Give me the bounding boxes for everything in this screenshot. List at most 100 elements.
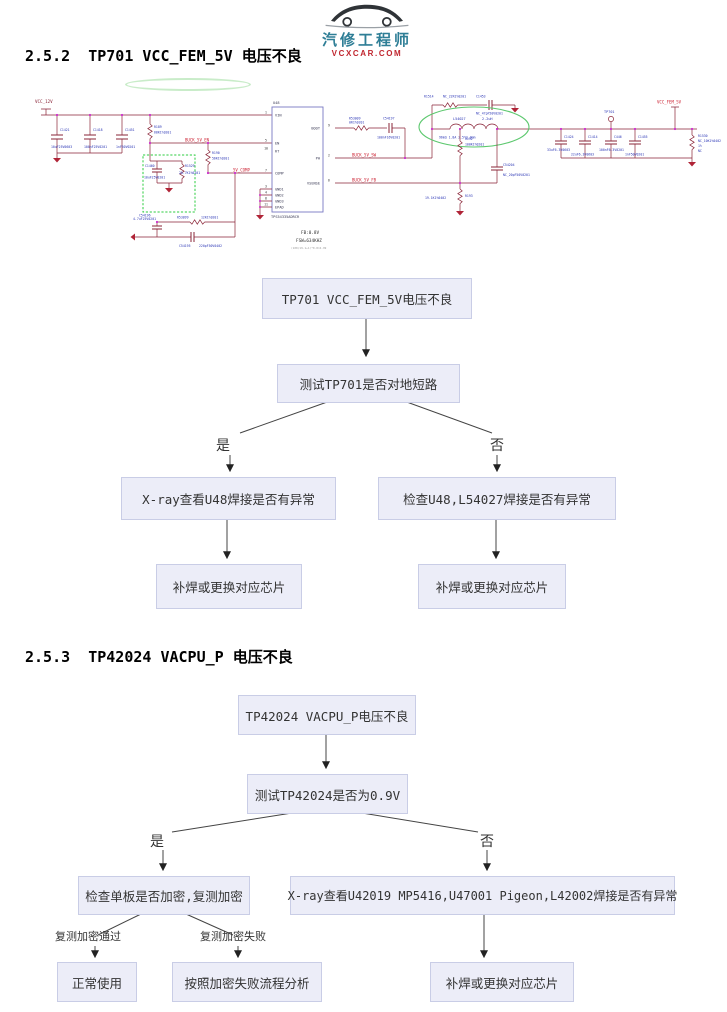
net-buck5ven: BUCK_5V_EN bbox=[185, 138, 210, 143]
note-fb: FB:0.8V bbox=[301, 230, 320, 236]
resistor-r189: R189 68K1%0201 bbox=[147, 115, 171, 143]
tp701-ref: TP701 bbox=[604, 110, 615, 114]
c1424-ref: C1424 bbox=[564, 135, 574, 139]
flow2-subyes-label: 复测加密通过 bbox=[55, 930, 121, 943]
r192-val: 100K1%0201 bbox=[465, 143, 484, 147]
testpoint-tp701: TP701 bbox=[604, 110, 615, 129]
c1414-ref: C1414 bbox=[588, 135, 598, 139]
net-vcc12v: VCC_12V bbox=[35, 99, 53, 104]
c54197-val: 100nF16V0201 bbox=[377, 136, 400, 140]
net-5vcomp: 5V_COMP bbox=[233, 168, 250, 173]
pin-gnd3: GND3 bbox=[275, 200, 284, 204]
green-ellipse-highlight bbox=[418, 106, 530, 148]
vcc-fem-5v-flag: VCC_FEM_5V bbox=[657, 100, 682, 129]
flow2-final-ok-box: 正常使用 bbox=[57, 962, 137, 1002]
c54197-ref: C54197 bbox=[383, 117, 395, 121]
capacitor-c1414: C1414 22uF6.3V0603 bbox=[571, 129, 598, 158]
r1530-tol: 1% bbox=[698, 144, 702, 148]
r53009-val: 0R1%0201 bbox=[349, 121, 364, 125]
r1529-ref: R1529 bbox=[185, 164, 195, 168]
capacitor-c54195: C54195 220pF50V0402 bbox=[179, 232, 222, 248]
resistor-r192: R192 100K1%0201 bbox=[457, 129, 484, 183]
car-logo-icon bbox=[325, 4, 409, 29]
pinnum-7: 7 bbox=[265, 169, 267, 173]
resistor-r53009: R53009 0R1%0201 bbox=[349, 117, 369, 131]
flow1-yes-final-box: 补焊或更换对应芯片 bbox=[156, 564, 302, 609]
c1418-ref: C1418 bbox=[93, 128, 103, 132]
c1418-val: 100nF25V0201 bbox=[84, 145, 107, 149]
resistor-r1530: R1530 NC_10K1%0402 1% NC bbox=[689, 129, 721, 158]
resistor-r1514: R1514 NC_22R1%0201 bbox=[424, 95, 466, 108]
c1451-val: 1nF50V0201 bbox=[116, 145, 135, 149]
note-fsw: FSW=634KHZ bbox=[296, 238, 322, 244]
c1460-val: 10uF25V0201 bbox=[144, 176, 165, 180]
brand-name: 汽修工程师 bbox=[321, 31, 412, 49]
pinnum-6: 6 bbox=[328, 179, 330, 183]
pinnum-11: 11 bbox=[264, 203, 268, 207]
c1455-val: 1nF50V0201 bbox=[625, 153, 644, 157]
r1530-nc: NC bbox=[698, 149, 702, 153]
c1453-val: NC_47pF50V0201 bbox=[476, 112, 503, 116]
pin-boot: BOOT bbox=[311, 127, 320, 131]
pin-ph: PH bbox=[316, 157, 320, 161]
pin-rt: RT bbox=[275, 150, 280, 154]
junction-dots bbox=[55, 113, 694, 224]
c54195-val: 220pF50V0402 bbox=[199, 244, 222, 248]
green-highlight-mark bbox=[125, 78, 251, 91]
resistor-r53099: R53099 12K1%0201 bbox=[177, 216, 218, 225]
capacitor-c1460: C1460 10uF25V0201 bbox=[144, 161, 165, 183]
c54204-val: NC_20pF50V0201 bbox=[503, 173, 530, 177]
capacitor-c1421: C1421 10uF25V0603 bbox=[51, 115, 72, 153]
pin-vsense: VSENSE bbox=[307, 182, 320, 186]
pin-gnd2: GND2 bbox=[275, 194, 284, 198]
c54196-val: 4.7uF25V0201 bbox=[133, 217, 156, 221]
c54196-ref: C54196 bbox=[139, 214, 151, 218]
r189-val: 68K1%0201 bbox=[154, 131, 171, 135]
c446-ref: C446 bbox=[614, 135, 622, 139]
capacitor-c1424: C1424 33uF6.3V0603 bbox=[547, 129, 574, 158]
r193-ref: R193 bbox=[465, 194, 473, 198]
vcxcar-logo: 汽修工程师 VCXCAR.COM bbox=[296, 2, 438, 58]
r1530-val: NC_10K1%0402 bbox=[698, 139, 721, 143]
pinnum-1: 1 bbox=[265, 111, 267, 115]
capacitor-c1451: C1451 1nF50V0201 bbox=[116, 115, 135, 153]
buck-converter-schematic: VCC_12V C1421 10uF25V0603 C1418 100nF25V… bbox=[35, 95, 721, 251]
r1514-ref: R1514 bbox=[424, 95, 434, 99]
vcc-12v-rail: VCC_12V bbox=[35, 99, 272, 116]
l54027-ref: L54027 bbox=[453, 117, 466, 121]
c1414-val: 22uF6.3V0603 bbox=[571, 153, 594, 157]
u48-ref: U48 bbox=[273, 101, 280, 105]
c1424-val: 33uF6.3V0603 bbox=[547, 148, 570, 152]
r1530-ref: R1530 bbox=[698, 134, 708, 138]
c54204-ref: C54204 bbox=[503, 163, 515, 167]
section-heading-252: 2.5.2 TP701 VCC_FEM_5V 电压不良 bbox=[25, 47, 302, 65]
u48-part: TPS54335ADRCR bbox=[271, 215, 300, 219]
c1421-ref: C1421 bbox=[60, 128, 70, 132]
pinnum-8: 8 bbox=[265, 197, 267, 201]
r193-val: 19.1K1%0402 bbox=[425, 196, 446, 200]
r192-ref: R192 bbox=[465, 137, 473, 141]
capacitor-c54196: C54196 4.7uF25V0201 bbox=[133, 214, 162, 237]
resistor-r190: R190 56K1%0201 bbox=[205, 143, 229, 173]
flow2-no-action-box: X-ray查看U42019 MP5416,U47001 Pigeon,L4200… bbox=[288, 876, 677, 915]
flow2-subno-label: 复测加密失败 bbox=[200, 930, 266, 943]
flow2-final-fail-box: 按照加密失败流程分析 bbox=[172, 962, 322, 1002]
u48-chip-body bbox=[271, 106, 324, 213]
pin-en: EN bbox=[275, 142, 279, 146]
pinnum-2: 2 bbox=[328, 154, 330, 158]
flow2-no-final-box: 补焊或更换对应芯片 bbox=[430, 962, 574, 1002]
capacitor-c1455: C1455 1nF50V0201 bbox=[625, 129, 648, 158]
r190-val: 56K1%0201 bbox=[212, 157, 229, 161]
c1455-ref: C1455 bbox=[638, 135, 648, 139]
flow1-yes-label: 是 bbox=[216, 438, 230, 454]
pin-gnd1: GND1 bbox=[275, 188, 284, 192]
pinnum-9: 9 bbox=[328, 124, 330, 128]
note-calc: (100/19.1+1)*0.8=4.99 bbox=[291, 246, 327, 250]
flow1-start-box: TP701 VCC_FEM_5V电压不良 bbox=[262, 278, 472, 319]
pinnum-4: 4 bbox=[265, 191, 267, 195]
flow2-start-box: TP42024 VACPU_P电压不良 bbox=[238, 695, 416, 735]
c1453-ref: C1453 bbox=[476, 95, 486, 99]
capacitor-c54197: C54197 100nF16V0201 bbox=[377, 117, 400, 140]
capacitor-c1418: C1418 100nF25V0201 bbox=[84, 115, 107, 153]
pin-epad: EPAD bbox=[275, 206, 284, 210]
